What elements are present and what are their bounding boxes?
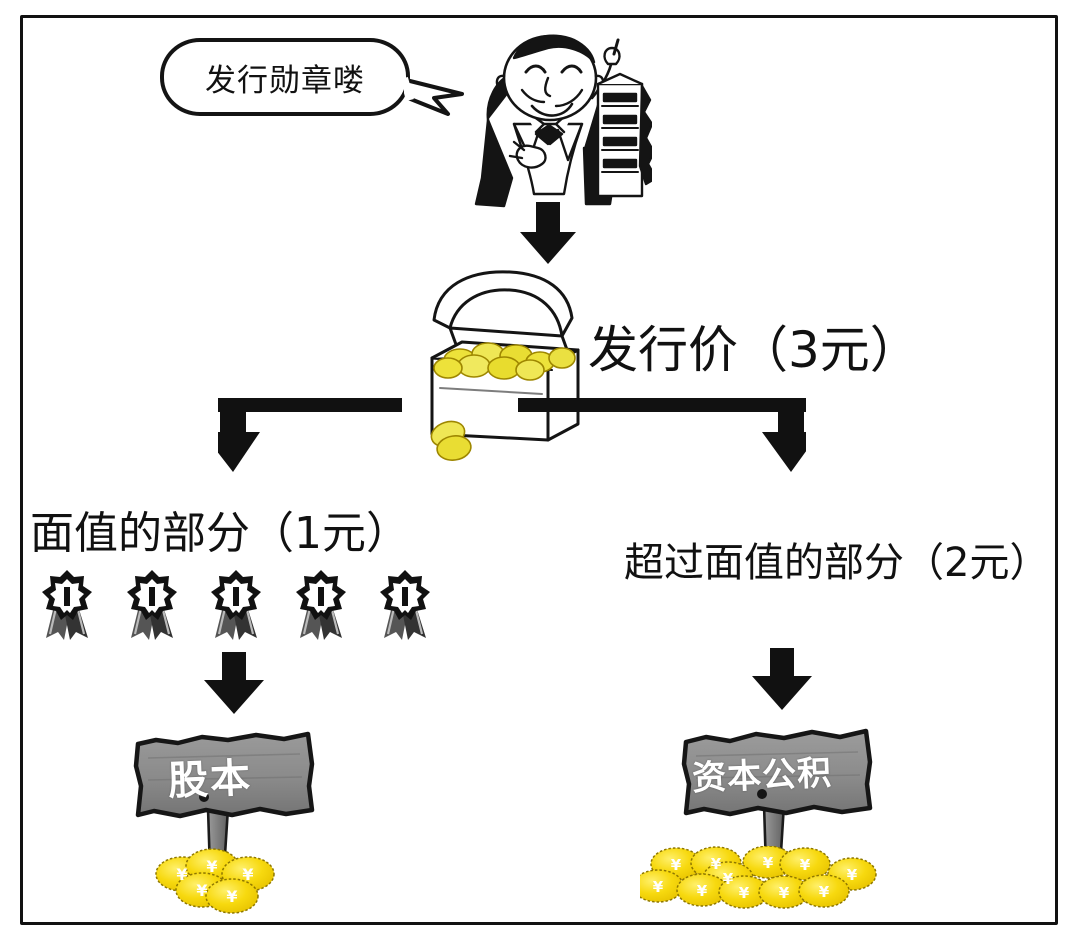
speech-bubble: 发行勋章喽 [160, 38, 410, 116]
arrow-down-icon [512, 202, 584, 266]
svg-text:¥: ¥ [763, 854, 774, 872]
svg-text:¥: ¥ [819, 883, 830, 901]
treasure-chest-icon [412, 262, 597, 462]
svg-text:¥: ¥ [206, 857, 217, 876]
medal-ribbon-icon [123, 568, 181, 646]
svg-text:¥: ¥ [800, 856, 811, 874]
medal-row [38, 568, 434, 648]
svg-text:¥: ¥ [196, 881, 207, 900]
svg-text:¥: ¥ [226, 887, 237, 906]
speech-bubble-text: 发行勋章喽 [205, 62, 365, 99]
medal-ribbon-icon [376, 568, 434, 646]
split-arrow-connector [218, 392, 806, 482]
medal-ribbon-icon [207, 568, 265, 646]
svg-text:¥: ¥ [711, 855, 722, 873]
svg-text:¥: ¥ [739, 884, 750, 902]
svg-text:¥: ¥ [847, 866, 858, 884]
svg-text:¥: ¥ [242, 865, 253, 884]
medal-ribbon-icon [38, 568, 96, 646]
businessman-icon [452, 28, 652, 220]
svg-text:¥: ¥ [671, 856, 682, 874]
arrow-down-icon [198, 652, 270, 716]
svg-text:¥: ¥ [697, 882, 708, 900]
coin-pile-capital-reserve: ¥ ¥ ¥ ¥ ¥ ¥ ¥ ¥ ¥ ¥ ¥ [640, 846, 910, 920]
svg-text:¥: ¥ [723, 870, 734, 888]
issue-price-label: 发行价（3元） [588, 321, 920, 379]
arrow-down-icon [746, 648, 818, 712]
par-value-label: 面值的部分（1元） [30, 508, 410, 559]
above-par-value-label: 超过面值的部分（2元） [624, 540, 1050, 586]
diagram-border [20, 15, 1058, 925]
svg-text:¥: ¥ [779, 884, 790, 902]
svg-text:¥: ¥ [653, 878, 664, 896]
svg-text:¥: ¥ [176, 865, 187, 884]
coin-pile-equity: ¥ ¥ ¥ ¥ ¥ [152, 848, 302, 920]
medal-ribbon-icon [292, 568, 350, 646]
